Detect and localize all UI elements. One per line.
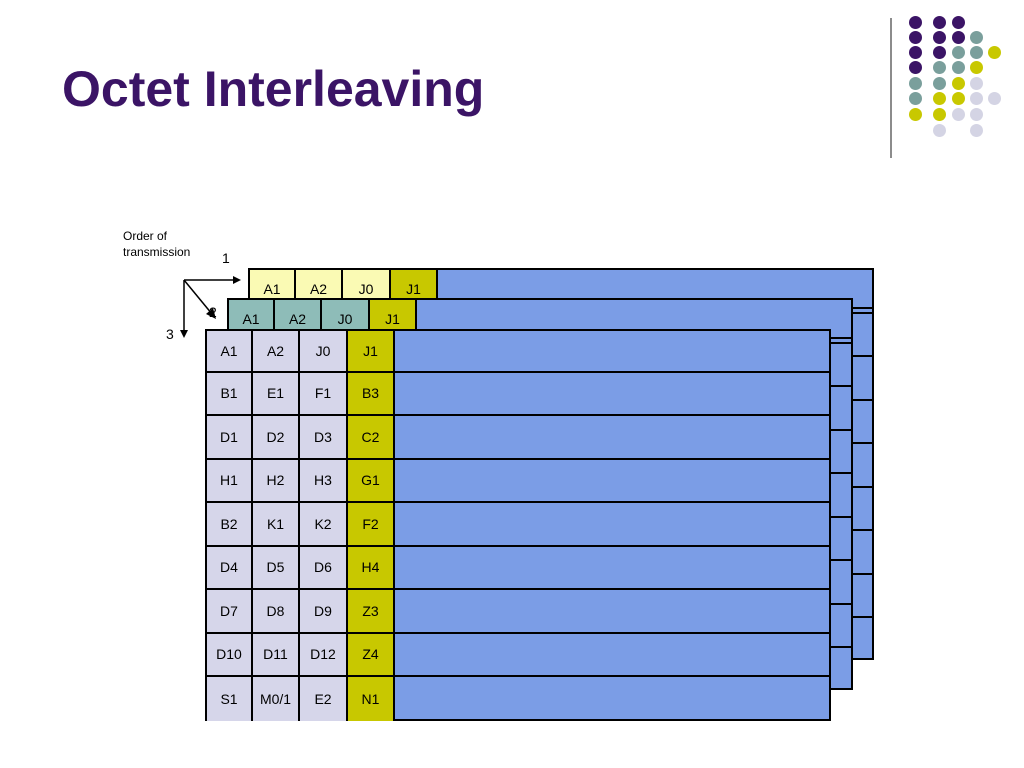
decorative-dot	[933, 124, 946, 137]
divider-line	[890, 18, 892, 158]
decorative-dot	[952, 46, 965, 59]
order-caption: Order of transmission	[123, 228, 190, 260]
page-title: Octet Interleaving	[62, 61, 485, 117]
order-label-1: 1	[222, 250, 230, 266]
decorative-dot	[970, 77, 983, 90]
decorative-dot	[933, 61, 946, 74]
frame-3-cell: E2	[300, 677, 348, 721]
frame-3-cell: B1	[205, 372, 253, 414]
frame-3-cell: S1	[205, 677, 253, 721]
frame-3-cell: K2	[300, 503, 348, 545]
order-label-3: 3	[166, 326, 174, 342]
frame-3-cell: J0	[300, 329, 348, 371]
frame-3-cell: H4	[348, 546, 395, 588]
decorative-dot	[970, 108, 983, 121]
decorative-dot	[933, 77, 946, 90]
frame-3-cell: D7	[205, 590, 253, 632]
decorative-dot	[909, 46, 922, 59]
decorative-dot	[952, 31, 965, 44]
decorative-dot	[933, 108, 946, 121]
decorative-dot	[933, 92, 946, 105]
frame-3-cell: E1	[253, 372, 300, 414]
frame-3-cell: A2	[253, 329, 300, 371]
frame-3-cell: G1	[348, 459, 395, 501]
frame-3-cell: F1	[300, 372, 348, 414]
decorative-dot	[970, 31, 983, 44]
frame-3-cell: M0/1	[253, 677, 300, 721]
decorative-dot	[952, 61, 965, 74]
frame-3-cell: A1	[205, 329, 253, 371]
decorative-dot	[970, 61, 983, 74]
arrowhead-right	[233, 276, 241, 284]
decorative-dot	[933, 31, 946, 44]
frame-3-cell: C2	[348, 416, 395, 458]
frame-3-cell: H2	[253, 459, 300, 501]
frame-3-cell: B3	[348, 372, 395, 414]
frame-3-cell: N1	[348, 677, 395, 721]
frame-3-cell: B2	[205, 503, 253, 545]
arrowhead-diagonal	[206, 308, 216, 319]
decorative-dot	[988, 46, 1001, 59]
frame-3-cell: D12	[300, 633, 348, 675]
decorative-dot	[952, 108, 965, 121]
frame-3-cell: H3	[300, 459, 348, 501]
decorative-dot	[970, 92, 983, 105]
frame-3-cell: D6	[300, 546, 348, 588]
frame-3-cell: K1	[253, 503, 300, 545]
caption-line-2: transmission	[123, 245, 191, 259]
caption-line-1: Order of	[123, 229, 168, 243]
arrow-diagonal	[183, 279, 213, 315]
decorative-dot	[909, 61, 922, 74]
decorative-dot	[970, 124, 983, 137]
decorative-dot	[952, 16, 965, 29]
frame-3-cell: D10	[205, 633, 253, 675]
decorative-dot	[952, 77, 965, 90]
order-label-2: 2	[209, 304, 217, 320]
frame-3-cell: F2	[348, 503, 395, 545]
decorative-dot	[933, 16, 946, 29]
decorative-dot	[909, 16, 922, 29]
frame-3-cell: J1	[348, 329, 395, 371]
frame-3-cell: D8	[253, 590, 300, 632]
arrowhead-down	[180, 330, 188, 338]
frame-3-cell: D3	[300, 416, 348, 458]
decorative-dot	[970, 46, 983, 59]
decorative-dot	[909, 77, 922, 90]
decorative-dot	[909, 92, 922, 105]
frame-3-cell: Z4	[348, 633, 395, 675]
decorative-dot	[952, 92, 965, 105]
frame-3-cell: H1	[205, 459, 253, 501]
frame-3-cell: D9	[300, 590, 348, 632]
frame-3-cell: D11	[253, 633, 300, 675]
frame-3-cell: D2	[253, 416, 300, 458]
decorative-dot	[909, 108, 922, 121]
frame-3-cell: D4	[205, 546, 253, 588]
decorative-dot	[933, 46, 946, 59]
decorative-dot	[988, 92, 1001, 105]
frame-3-cell: D5	[253, 546, 300, 588]
frame-3-cell: Z3	[348, 590, 395, 632]
decorative-dot	[909, 31, 922, 44]
frame-3-cell: D1	[205, 416, 253, 458]
